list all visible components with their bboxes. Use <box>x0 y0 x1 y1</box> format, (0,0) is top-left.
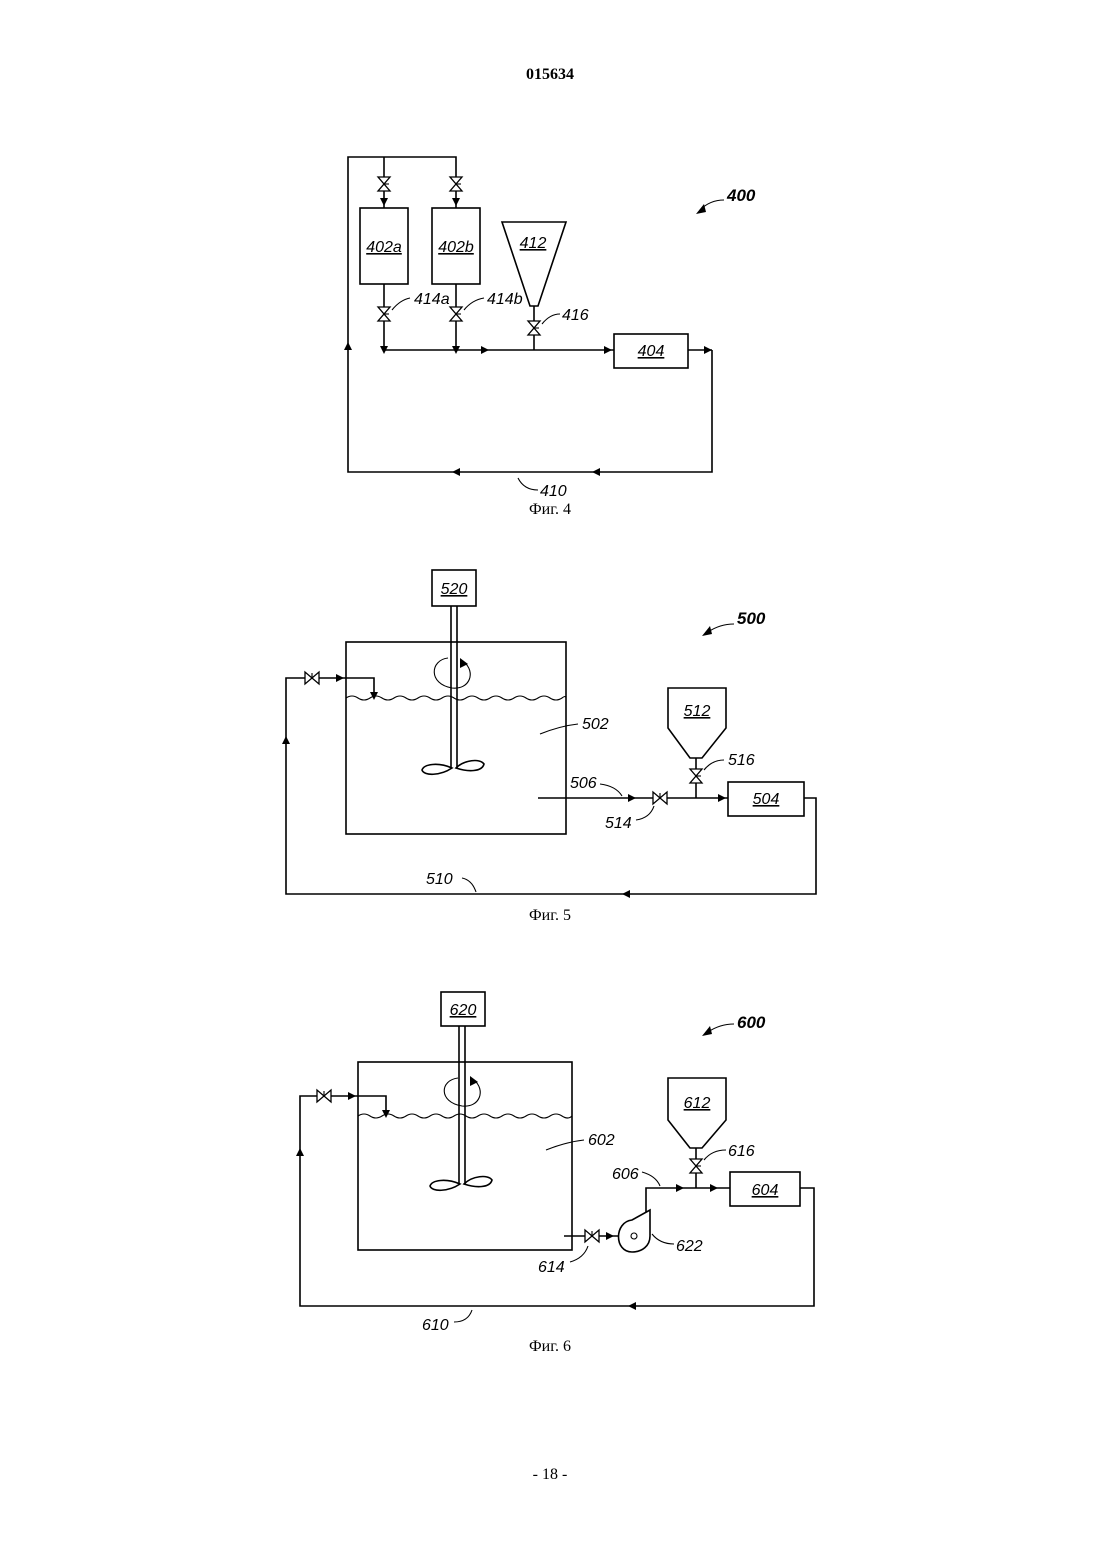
valve-icon <box>317 1090 331 1102</box>
label-616: 616 <box>728 1143 755 1160</box>
label-606: 606 <box>612 1166 639 1183</box>
label-610: 610 <box>422 1317 449 1334</box>
label-506: 506 <box>570 775 597 792</box>
hopper-512 <box>668 688 726 758</box>
label-410: 410 <box>540 483 567 500</box>
caption-fig-6: Фиг. 6 <box>529 1338 571 1355</box>
label-520: 520 <box>441 581 468 598</box>
figure-ref-400: 400 <box>726 186 756 205</box>
valve-514-icon <box>653 792 667 804</box>
label-514: 514 <box>605 815 632 832</box>
valve-414b-icon <box>450 307 462 321</box>
valve-414a-icon <box>378 307 390 321</box>
label-602: 602 <box>588 1132 615 1149</box>
label-516: 516 <box>728 752 755 769</box>
caption-fig-5: Фиг. 5 <box>529 907 571 924</box>
figure-6: 620 612 604 <box>296 992 814 1355</box>
label-402a: 402a <box>366 239 402 256</box>
label-622: 622 <box>676 1238 703 1255</box>
valve-416-icon <box>528 321 540 335</box>
valve-516-icon <box>690 769 702 783</box>
valve-614-icon <box>585 1230 599 1242</box>
page-number: - 18 - <box>0 1466 1100 1484</box>
caption-fig-4: Фиг. 4 <box>529 501 571 518</box>
label-416: 416 <box>562 307 589 324</box>
pump-622 <box>619 1210 651 1252</box>
label-412: 412 <box>520 235 547 252</box>
valve-616-icon <box>690 1159 702 1173</box>
label-414b: 414b <box>487 291 523 308</box>
arrow-icon <box>380 198 388 206</box>
label-414a: 414a <box>414 291 450 308</box>
label-604: 604 <box>752 1182 779 1199</box>
label-510: 510 <box>426 871 453 888</box>
recycle-line-410 <box>348 157 712 472</box>
valve-icon <box>305 672 319 684</box>
valve-icon <box>450 177 462 191</box>
label-402b: 402b <box>438 239 474 256</box>
valve-icon <box>378 177 390 191</box>
figure-4: 402a 402b 412 404 <box>344 157 756 518</box>
tank-502 <box>346 642 566 834</box>
label-620: 620 <box>450 1002 477 1019</box>
label-502: 502 <box>582 716 609 733</box>
figure-ref-600: 600 <box>737 1013 766 1032</box>
figure-5: 520 504 512 <box>282 570 816 924</box>
arrow-icon <box>452 198 460 206</box>
figure-ref-500: 500 <box>737 609 766 628</box>
hopper-612 <box>668 1078 726 1148</box>
label-512: 512 <box>684 703 711 720</box>
label-504: 504 <box>753 791 780 808</box>
label-612: 612 <box>684 1095 711 1112</box>
label-404: 404 <box>638 343 665 360</box>
label-614: 614 <box>538 1259 565 1276</box>
